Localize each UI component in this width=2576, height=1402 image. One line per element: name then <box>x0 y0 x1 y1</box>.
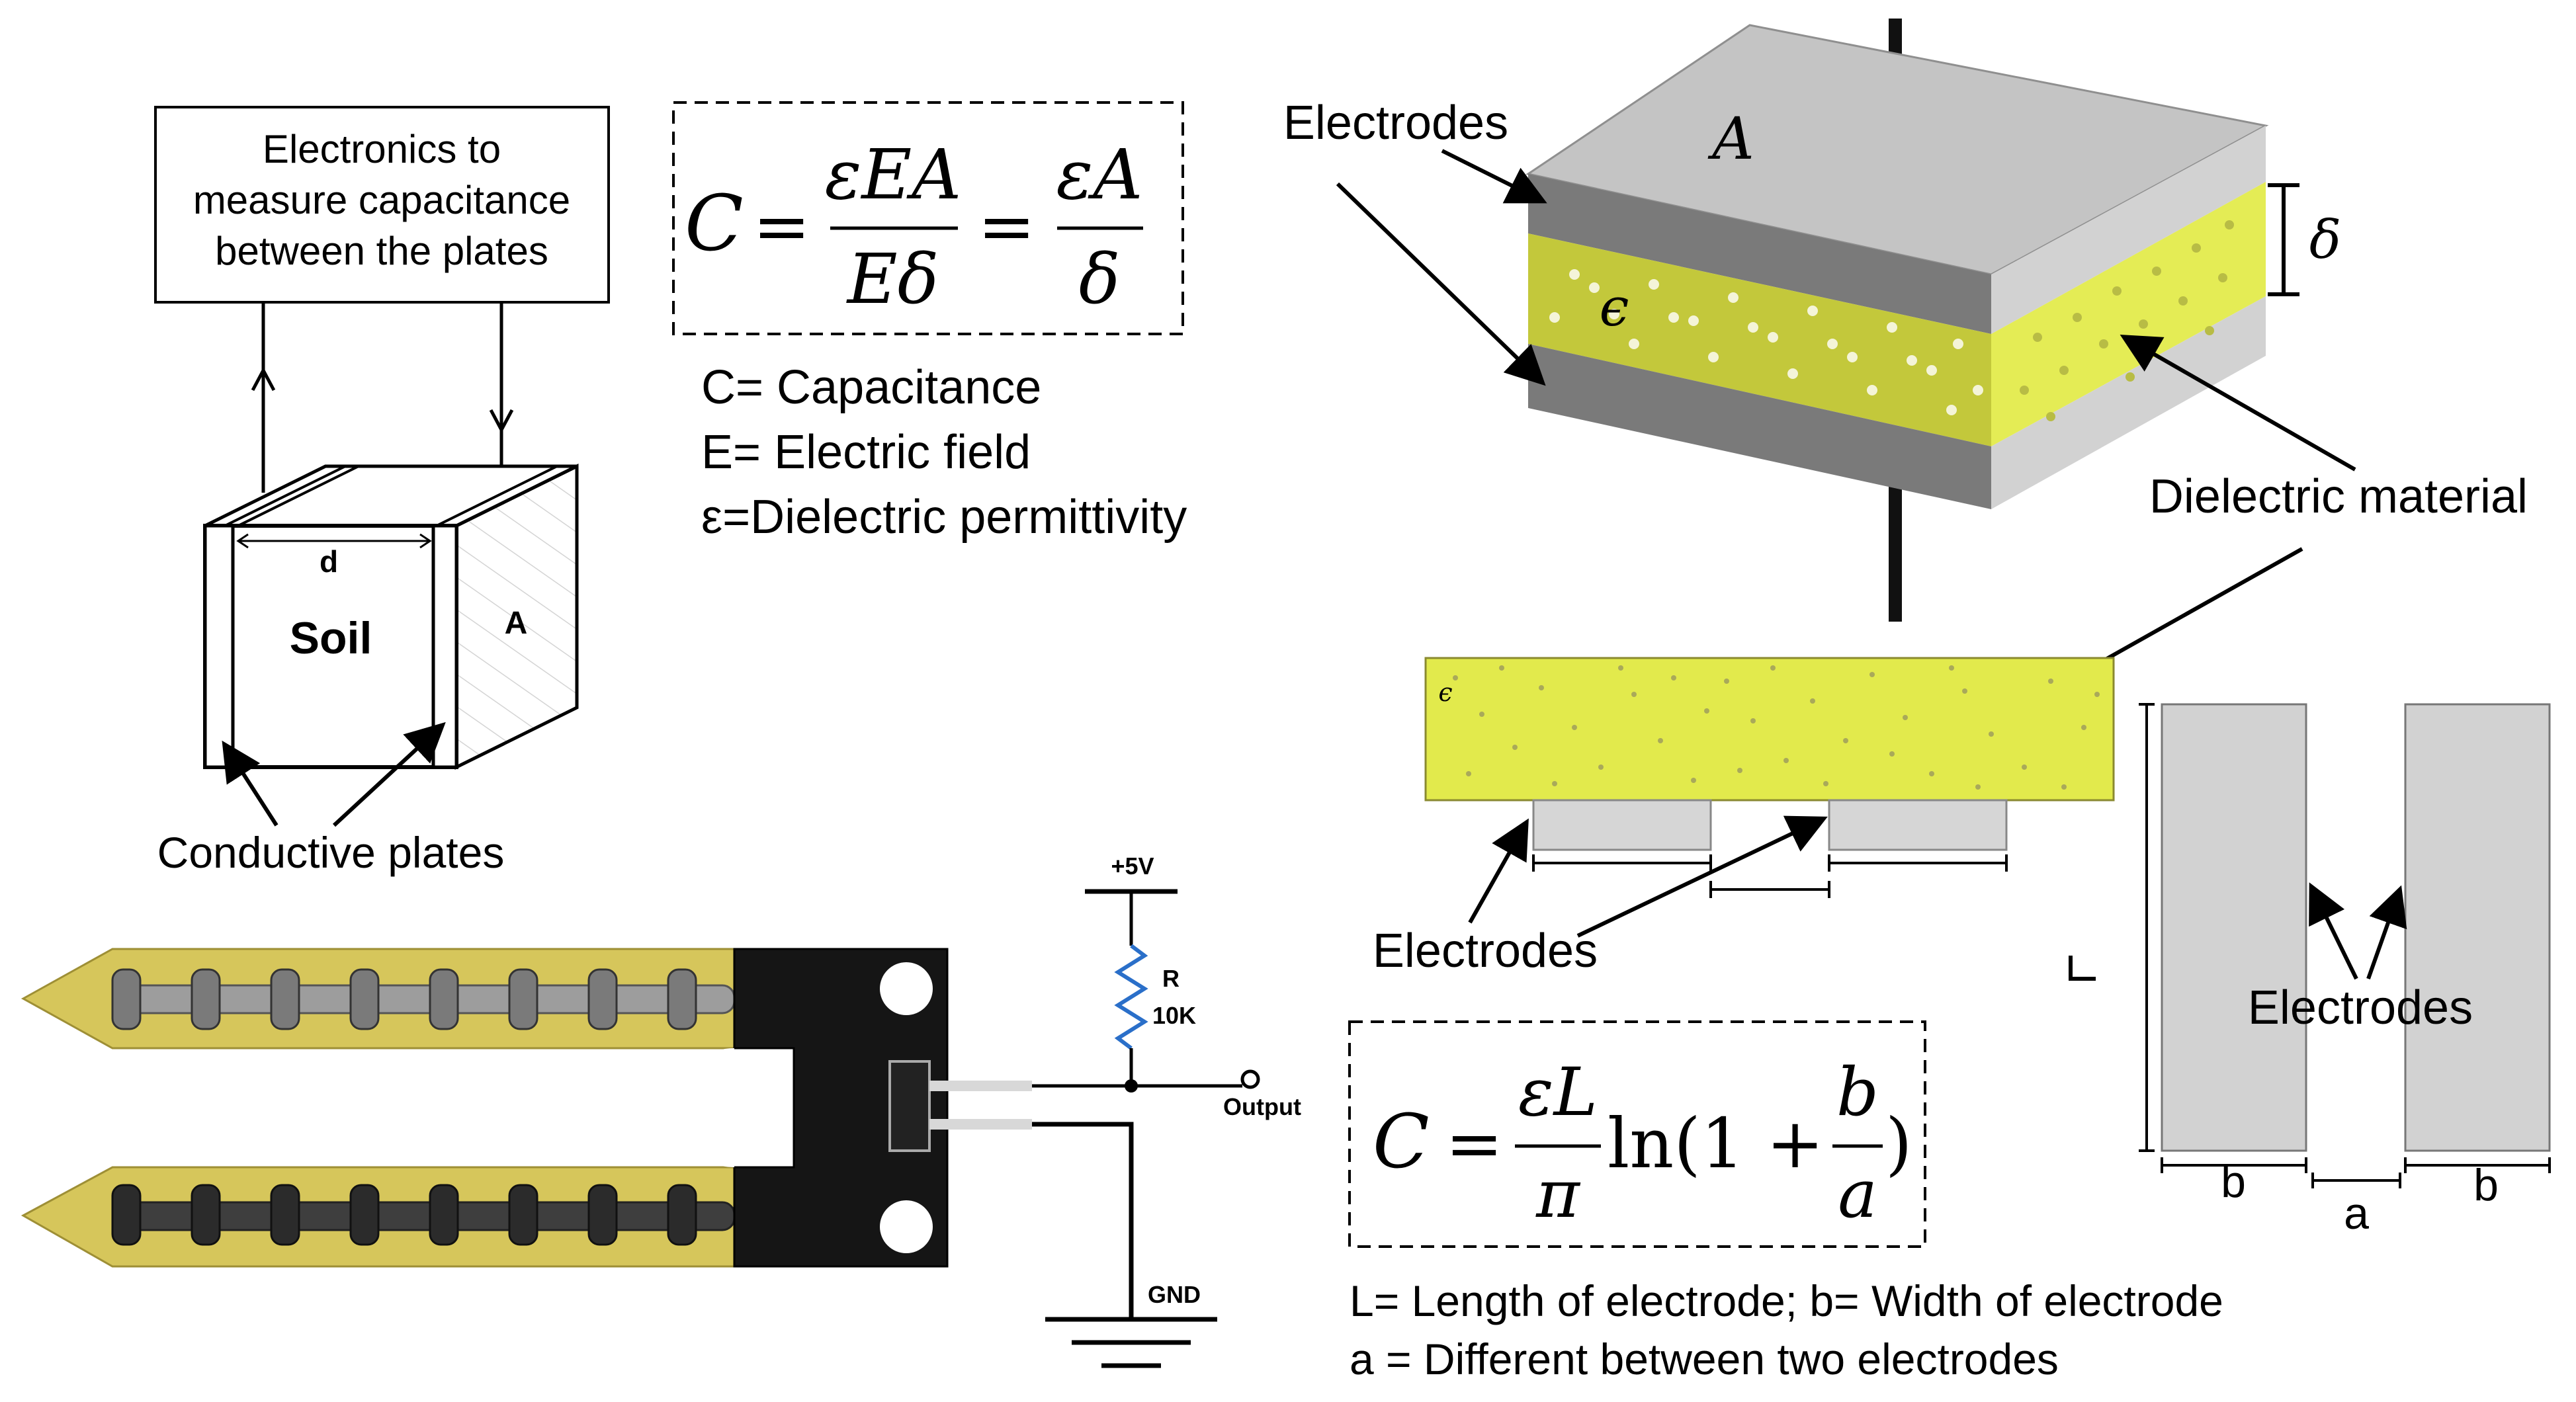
output-terminal <box>1240 1069 1260 1089</box>
capacitor-3d: A ϵ δ <box>1525 19 2341 622</box>
interdigital-b-right-label: b <box>2473 1160 2499 1210</box>
formula2-ln: ln(1 + <box>1608 1103 1824 1184</box>
resistor-label: R <box>1162 965 1180 992</box>
bottom-electrode-side <box>1991 296 2266 509</box>
formula1-numerator2: εA <box>1056 134 1143 215</box>
cube-soil-label: Soil <box>290 613 372 663</box>
formula2-numerator: εL <box>1518 1053 1598 1131</box>
electronics-box-line1: Electronics to <box>263 127 501 171</box>
header-connector <box>888 1060 931 1152</box>
interdigital-electrodes-label: Electrodes <box>2248 981 2473 1034</box>
capacitor-electrodes-callout: Electrodes <box>1283 97 1547 386</box>
length-marker <box>2069 956 2096 981</box>
dielectric-particles-side <box>2020 220 2234 421</box>
capacitor-delta-label: δ <box>2309 209 2341 270</box>
coplanar-epsilon-label: ϵ <box>1438 678 1452 707</box>
interdigital-dimension-lines <box>2139 703 2551 1188</box>
cube-d-label: d <box>320 544 338 579</box>
formula1-equals1: = <box>753 186 810 267</box>
formula1-denominator2: δ <box>1079 239 1121 319</box>
coplanar-electrode-left <box>1532 799 1712 851</box>
capacitor-epsilon-label: ϵ <box>1600 276 1629 338</box>
interdigital-a-label: a <box>2344 1188 2369 1239</box>
formula2-close-paren: ) <box>1885 1103 1912 1184</box>
formula2-legend: L= Length of electrode; b= Width of elec… <box>1350 1276 2223 1383</box>
formula1-c: C <box>685 179 744 268</box>
formula2-denominator: π <box>1535 1155 1581 1233</box>
formula2-denominator-a: a <box>1838 1155 1877 1233</box>
resistor-value: 10K <box>1152 1002 1196 1029</box>
mounting-hole-top <box>880 962 933 1015</box>
formula2-equals: = <box>1445 1103 1503 1184</box>
interdigital-electrodes: Electrodes b a b <box>2069 703 2551 1239</box>
junction-dot <box>1125 1079 1138 1093</box>
cube-a-label: A <box>505 606 528 641</box>
coplanar-electrodes-label: Electrodes <box>1373 925 1598 977</box>
probe-pads-lower <box>111 1184 697 1246</box>
conductive-plates-callout: Conductive plates <box>157 722 505 877</box>
mounting-hole-bottom <box>880 1200 933 1253</box>
dielectric-material-label: Dielectric material <box>2149 470 2528 523</box>
formula1-legend: C= Capacitance E= Electric field ε=Diele… <box>701 361 1187 544</box>
conductive-plates-label: Conductive plates <box>157 828 505 877</box>
legend2-line1: L= Length of electrode; b= Width of elec… <box>1350 1276 2223 1325</box>
vcc-label: +5V <box>1111 852 1154 880</box>
formula-capacitance-parallel: C = εEA Eδ = εA δ <box>672 101 1184 335</box>
resistor-symbol <box>1114 944 1148 1050</box>
coplanar-dimension-lines <box>1532 854 2008 898</box>
legend1-line3: ε=Dielectric permittivity <box>701 491 1187 544</box>
electrode-finger-right <box>2404 703 2551 1152</box>
top-electrode-side <box>1991 126 2266 334</box>
output-label: Output <box>1223 1093 1301 1120</box>
coplanar-electrode-right <box>1828 799 2008 851</box>
top-electrode-front <box>1528 174 1991 334</box>
electrode-finger-left <box>2161 703 2307 1152</box>
fork-probe-sensor <box>21 948 1032 1268</box>
legend1-line2: E= Electric field <box>701 426 1031 479</box>
voltage-divider-circuit: +5V R 10K Output GND <box>1032 852 1301 1368</box>
coplanar-capacitor: ϵ Electrodes <box>1373 657 2115 977</box>
legend2-line2: a = Different between two electrodes <box>1350 1335 2059 1383</box>
gnd-label: GND <box>1148 1281 1201 1308</box>
formula1-equals2: = <box>978 186 1035 267</box>
formula2-numerator-b: b <box>1836 1053 1879 1131</box>
wires-to-cube <box>251 302 514 493</box>
capacitor-area-label: A <box>1707 104 1754 173</box>
electronics-box-line3: between the plates <box>215 229 548 273</box>
bottom-electrode-front <box>1528 344 1991 509</box>
soil-cube: d Soil A <box>203 463 579 770</box>
coplanar-particles <box>1453 665 2100 790</box>
electronics-box: Electronics to measure capacitance betwe… <box>154 106 610 304</box>
dielectric-material-callout: Dielectric material <box>2030 335 2528 702</box>
coplanar-dielectric <box>1424 657 2115 802</box>
electronics-box-line2: measure capacitance <box>193 178 570 222</box>
capacitor-electrodes-label: Electrodes <box>1283 97 1508 149</box>
interdigital-b-left-label: b <box>2221 1157 2246 1207</box>
dielectric-particles-front <box>1549 269 1983 415</box>
legend1-line1: C= Capacitance <box>701 361 1041 414</box>
formula2-c: C <box>1373 1099 1430 1185</box>
probe-pads-upper <box>111 968 697 1030</box>
formula1-denominator1: Eδ <box>846 239 939 319</box>
formula1-numerator1: εEA <box>825 134 962 215</box>
formula-capacitance-coplanar: C = εL π ln(1 + b a ) <box>1348 1020 1926 1248</box>
